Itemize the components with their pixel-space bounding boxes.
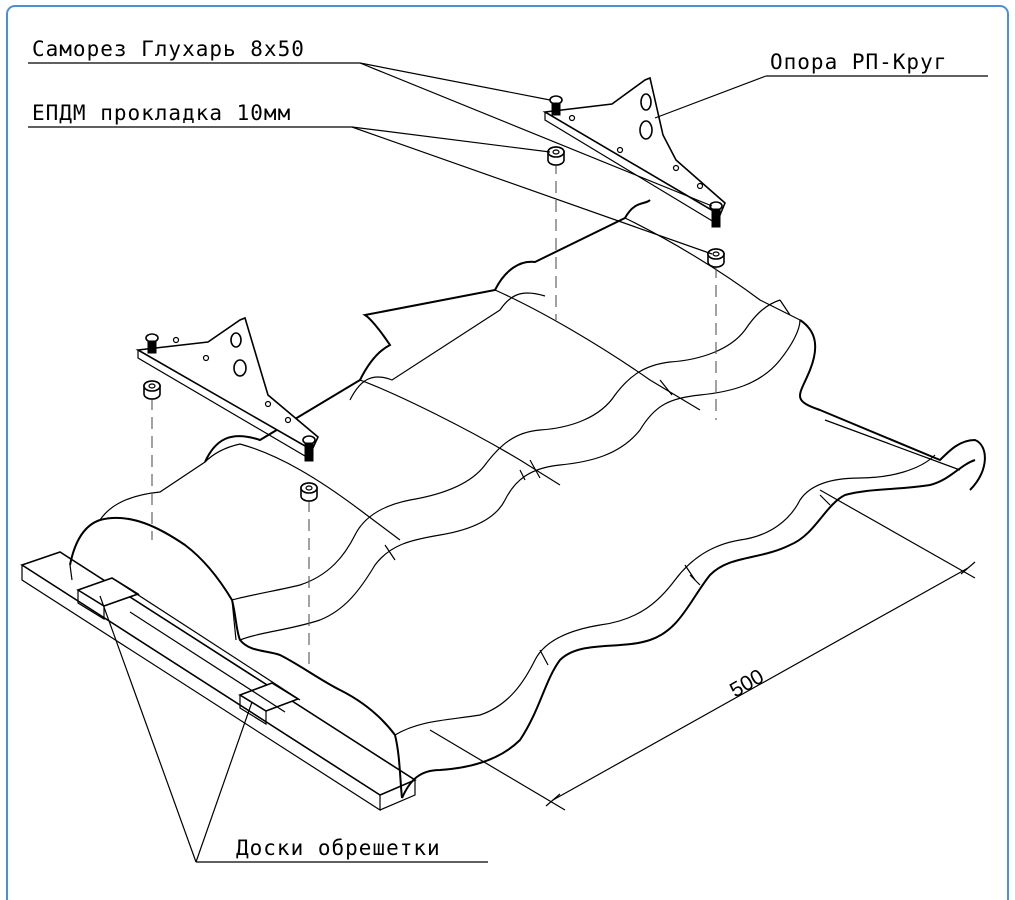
label-boards: Доски обрешетки xyxy=(236,836,441,860)
support-bracket-right xyxy=(542,76,726,268)
dimension-value: 500 xyxy=(726,665,768,702)
support-bracket-left xyxy=(135,316,319,502)
label-screw: Саморез Глухарь 8x50 xyxy=(32,37,305,61)
alignment-lines xyxy=(151,162,717,668)
metal-tile-sheet xyxy=(69,199,986,799)
batten-boards xyxy=(20,551,417,812)
leader-lines xyxy=(28,62,988,863)
label-support: Опора РП-Круг xyxy=(770,50,947,74)
dimension-500: 500 xyxy=(429,489,976,811)
label-gasket: ЕПДМ прокладка 10мм xyxy=(32,101,291,125)
